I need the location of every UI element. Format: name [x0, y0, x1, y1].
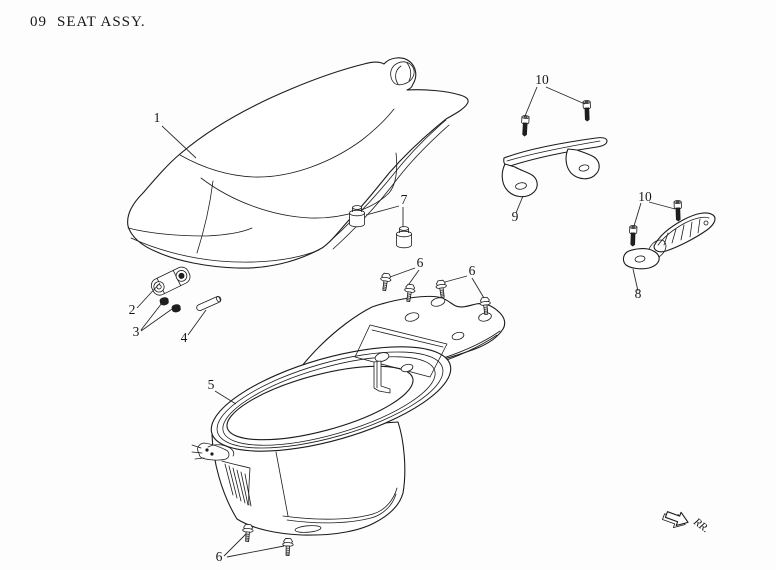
callout-10a: 10 [535, 72, 549, 87]
seat-top-seam [180, 109, 394, 177]
rubber-damper-right [397, 227, 412, 248]
flange-hole-5 [374, 351, 390, 363]
socket-bolt-4 [673, 199, 683, 222]
flange-hole-3 [478, 311, 493, 322]
rail-left-leg [502, 164, 537, 197]
seat-front-crease [128, 228, 252, 236]
flange-hole-2 [430, 296, 446, 307]
flange-bolt-1 [378, 272, 393, 292]
rim-opening [220, 351, 420, 455]
seat-grab-hole-detail [396, 63, 411, 84]
callout-9: 9 [512, 209, 519, 224]
callout-3: 3 [133, 324, 140, 339]
box-latch [192, 443, 234, 460]
rim-band-1 [207, 332, 452, 468]
callout-8: 8 [635, 286, 642, 301]
vent-ribs [225, 464, 251, 506]
flange-bolt-5 [241, 523, 254, 543]
seat-front-band [131, 238, 319, 262]
seat-grab-hole [391, 62, 415, 85]
rail-right-leg [566, 149, 599, 179]
rr-arrow-icon [664, 508, 690, 529]
flange-bolt-3 [434, 279, 449, 299]
callouts: 1 2 3 4 5 6 6 6 7 8 9 10 10 [129, 72, 652, 564]
callout-4: 4 [181, 330, 188, 345]
seat-front-seam [197, 181, 213, 253]
flange-hole-6 [400, 363, 413, 373]
socket-bolt-3 [628, 224, 638, 247]
socket-bolt-1 [520, 114, 530, 137]
rubber-damper-left [350, 206, 365, 227]
flange-hole-1 [404, 311, 420, 322]
page-title: 09 SEAT ASSY. [30, 14, 146, 30]
flange-recess [355, 325, 447, 377]
seat-bracket-rail [502, 138, 607, 197]
storage-box [192, 296, 505, 535]
catch-leaf [654, 213, 715, 252]
bucket-bottom-indent [295, 525, 321, 534]
flange-bolt-6 [281, 537, 294, 557]
bucket-front-seam [276, 452, 288, 516]
direction-indicator: RR. [661, 507, 711, 535]
figure-title: SEAT ASSY. [57, 14, 146, 30]
flange-hole-4 [451, 331, 464, 341]
catch-ribs [664, 219, 700, 245]
hinge-bracket [149, 265, 192, 298]
leader-lines [137, 87, 675, 557]
bucket-bottom-curve [283, 488, 397, 523]
seat-side-seam [201, 153, 397, 218]
callout-10b: 10 [638, 189, 652, 204]
nut-lower [171, 303, 182, 313]
callout-2: 2 [129, 302, 136, 317]
seat-part [128, 58, 469, 268]
flange-tab [374, 361, 390, 393]
seat-tail-piping [327, 120, 449, 249]
rr-label: RR. [690, 515, 711, 535]
rim-band-2 [214, 338, 444, 463]
callout-6b: 6 [469, 263, 476, 278]
callout-1: 1 [154, 110, 161, 125]
callout-6a: 6 [417, 255, 424, 270]
catch-bracket [623, 213, 715, 269]
callout-5: 5 [208, 377, 215, 392]
callout-6c: 6 [216, 549, 223, 564]
seat-outline [128, 58, 469, 268]
hinge-pin [196, 296, 222, 312]
bucket-left-panel [222, 461, 250, 505]
figure-number: 09 [30, 14, 47, 30]
callout-7: 7 [401, 192, 408, 207]
